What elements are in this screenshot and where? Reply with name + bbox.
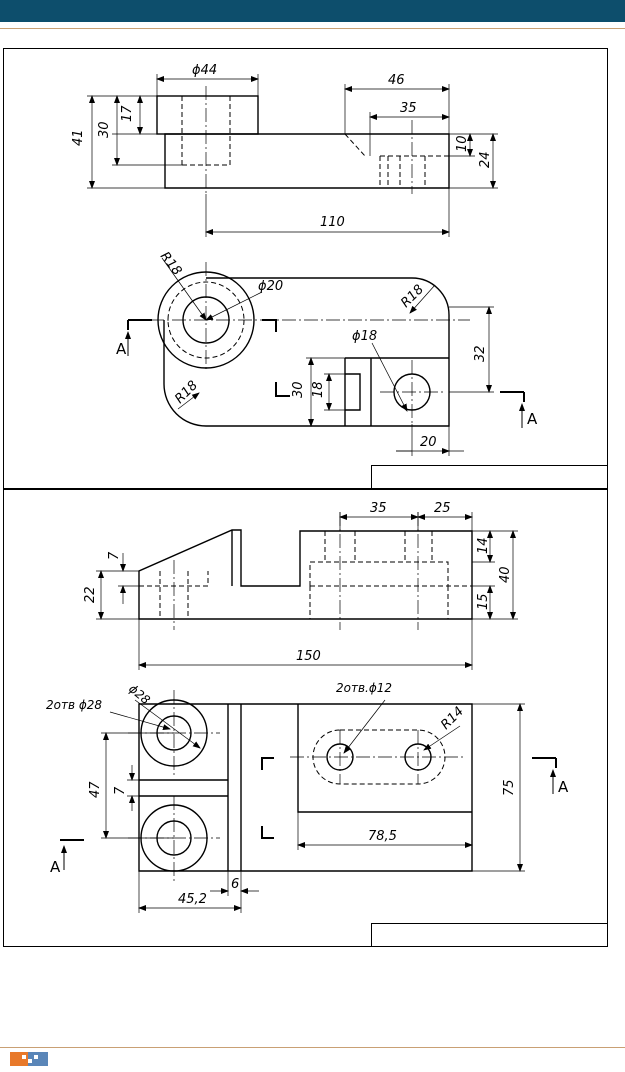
top-view-dims-1 (161, 257, 494, 456)
section-label-right-2: A (558, 778, 569, 796)
dim-lines-1 (87, 74, 498, 237)
section-label-right: A (527, 410, 538, 428)
drawing-frame-2 (3, 489, 608, 947)
dim-r14: R14 (438, 704, 467, 733)
dim-35: 35 (400, 101, 417, 116)
dim-holes12: 2отв.ϕ12 (336, 681, 392, 695)
dim-24: 24 (478, 151, 493, 168)
dim-75: 75 (502, 779, 517, 796)
dim-20b: 20 (420, 435, 437, 450)
dim-110: 110 (320, 215, 345, 230)
section-label-left-2: A (50, 858, 61, 876)
center-lines-1 (205, 86, 413, 194)
drawing-frame-1 (3, 48, 608, 489)
section-marks-1: A A (116, 331, 538, 428)
dim-150: 150 (296, 649, 321, 664)
dim-text-2: 35 25 7 22 14 40 15 150 2отв ϕ28 ϕ28 2от… (46, 501, 517, 907)
dim-452: 45,2 (178, 892, 207, 907)
title-block-2 (371, 923, 608, 947)
section-marks-2: A A (50, 769, 569, 876)
dim-785: 78,5 (368, 829, 397, 844)
dim-25: 25 (434, 501, 451, 516)
publisher-logo (10, 1052, 48, 1066)
dim-7b: 7 (113, 786, 128, 795)
dim-holes28: 2отв ϕ28 (46, 698, 102, 712)
section-label-left: A (116, 340, 127, 358)
dim-d20: ϕ20 (258, 279, 283, 294)
dim-6: 6 (231, 877, 239, 892)
dim-44: ϕ44 (192, 63, 217, 78)
dim-46: 46 (388, 73, 405, 88)
dim-7: 7 (107, 551, 122, 560)
dim-lines-2 (96, 512, 518, 670)
header-bar (0, 0, 625, 22)
dim-d18: ϕ18 (352, 329, 377, 344)
dim-22: 22 (83, 586, 98, 603)
dim-18b: 18 (311, 381, 326, 398)
dim-15: 15 (476, 593, 491, 610)
dim-30: 30 (97, 121, 112, 138)
dim-47: 47 (88, 781, 103, 798)
hidden-lines-2 (139, 531, 472, 619)
dim-40: 40 (498, 566, 513, 583)
dim-35b: 35 (370, 501, 387, 516)
dim-10: 10 (455, 135, 470, 152)
dim-14: 14 (476, 537, 491, 554)
top-view-dims-2 (101, 699, 525, 913)
dim-32: 32 (473, 345, 488, 362)
dim-41: 41 (71, 129, 86, 146)
title-block-1 (371, 465, 608, 489)
header-rule (0, 28, 625, 29)
dim-30b: 30 (291, 381, 306, 398)
front-view-2 (138, 529, 473, 620)
footer-rule (0, 1047, 625, 1048)
center-lines-2 (173, 512, 419, 630)
dim-17: 17 (120, 105, 135, 122)
